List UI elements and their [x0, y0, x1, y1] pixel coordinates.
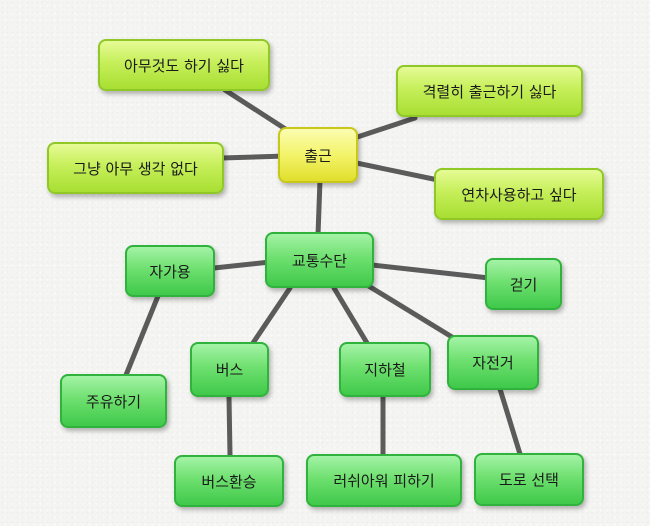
edge-hub-bike — [359, 279, 455, 340]
node-hate[interactable]: 격렬히 출근하기 싫다 — [396, 65, 583, 117]
node-road[interactable]: 도로 선택 — [474, 453, 584, 506]
node-leave[interactable]: 연차사용하고 싶다 — [434, 168, 604, 220]
node-bike[interactable]: 자전거 — [447, 335, 539, 390]
node-root[interactable]: 출근 — [278, 127, 358, 183]
node-fuel[interactable]: 주유하기 — [60, 374, 167, 428]
node-walk[interactable]: 걷기 — [485, 258, 562, 310]
edge-hub-car — [211, 259, 273, 271]
node-blank[interactable]: 그냥 아무 생각 없다 — [47, 142, 224, 194]
edge-hub-bus — [250, 285, 293, 346]
node-bus[interactable]: 버스 — [190, 342, 269, 397]
edge-bike-road — [497, 386, 523, 457]
edge-root-hub — [315, 177, 323, 238]
node-hub[interactable]: 교통수단 — [265, 232, 374, 288]
node-car[interactable]: 자가용 — [125, 245, 215, 297]
edge-bus-transfer — [226, 394, 233, 458]
edge-hub-walk — [369, 262, 492, 281]
edge-hub-subway — [331, 285, 370, 346]
edge-car-fuel — [123, 293, 161, 378]
node-subway[interactable]: 지하철 — [339, 342, 431, 397]
node-rush[interactable]: 러쉬아워 피하기 — [306, 454, 462, 507]
node-nothing[interactable]: 아무것도 하기 싫다 — [98, 39, 270, 91]
node-transfer[interactable]: 버스환승 — [174, 455, 284, 507]
